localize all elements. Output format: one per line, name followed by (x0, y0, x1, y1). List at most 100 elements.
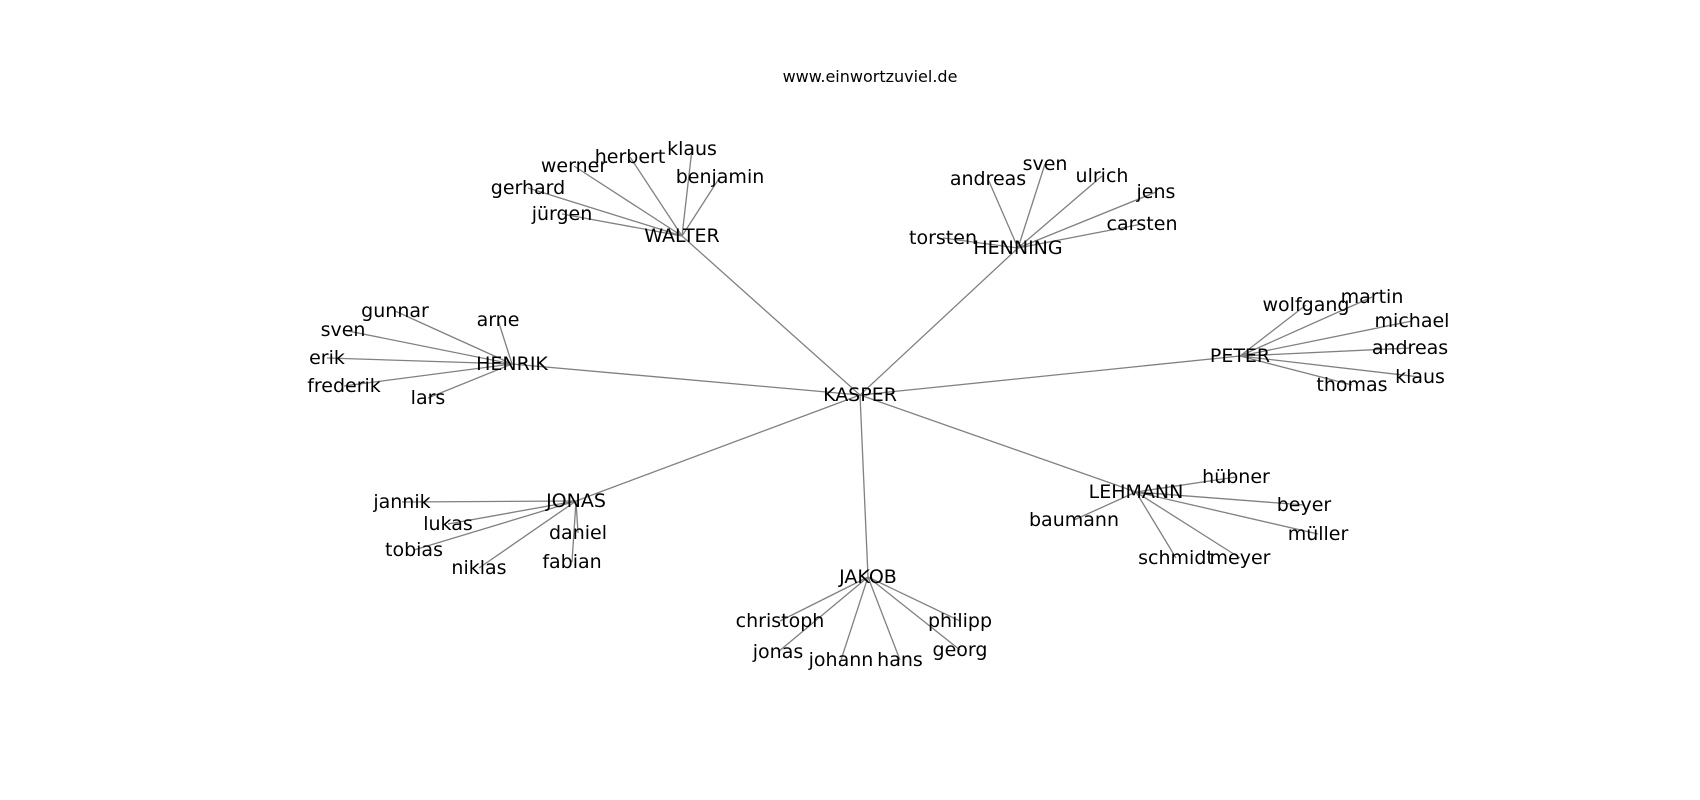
leaf-node-label: lukas (423, 513, 473, 535)
edge-root-hub (859, 394, 1137, 493)
leaf-node-label: jürgen (531, 203, 593, 225)
leaf-node-label: klaus (1395, 366, 1445, 388)
leaf-node-label: klaus (667, 138, 717, 160)
edge-hub-leaf (779, 576, 869, 622)
leaf-node-label: beyer (1277, 494, 1332, 516)
leaf-node-label: andreas (950, 168, 1026, 190)
edge-root-hub (859, 247, 1019, 396)
hub-node-label: JAKOB (838, 566, 897, 588)
edge-hub-leaf (629, 156, 683, 237)
edge-hub-leaf (427, 363, 513, 399)
leaf-node-label: daniel (549, 522, 607, 544)
edge-hub-leaf (497, 319, 513, 365)
edge-hub-leaf (867, 576, 961, 651)
leaf-node-label: georg (933, 639, 988, 661)
site-title: www.einwortzuviel.de (783, 67, 958, 86)
edge-hub-leaf (1017, 175, 1103, 249)
edge-hub-leaf (867, 576, 901, 661)
edge-hub-leaf (478, 500, 577, 569)
leaf-node-label: martin (1341, 286, 1404, 308)
leaf-node-label: torsten (909, 227, 977, 249)
edge-hub-leaf (840, 576, 869, 661)
edge-hub-leaf (942, 237, 1019, 249)
leaf-node-label: jannik (372, 491, 430, 513)
edge-root-hub (859, 355, 1241, 396)
leaf-node-label: wolfgang (1263, 294, 1350, 316)
leaf-node-label: meyer (1210, 547, 1271, 569)
leaf-node-label: werner (541, 155, 607, 177)
edge-hub-leaf (1135, 491, 1305, 506)
edge-hub-leaf (326, 357, 513, 365)
edge-hub-leaf (1073, 491, 1137, 521)
leaf-node-label: philipp (928, 610, 992, 632)
edge-hub-leaf (987, 178, 1019, 249)
leaf-node-label: sven (1023, 153, 1068, 175)
leaf-node-label: sven (321, 319, 366, 341)
leaf-node-label: gerhard (491, 177, 565, 199)
edge-root-hub (511, 363, 861, 396)
edge-hub-leaf (401, 500, 577, 503)
leaf-node-label: jens (1136, 181, 1176, 203)
leaf-node-label: arne (477, 309, 520, 331)
root-node-label: KASPER (823, 384, 897, 406)
edge-hub-leaf (1239, 355, 1421, 378)
edge-hub-leaf (777, 576, 869, 653)
edge-hub-leaf (681, 176, 721, 237)
edge-hub-leaf (447, 500, 577, 525)
hub-node-label: LEHMANN (1089, 481, 1184, 503)
edge-hub-leaf (1239, 347, 1411, 357)
edge-root-hub (681, 235, 861, 396)
edge-hub-leaf (1239, 296, 1373, 357)
leaf-node-label: johann (808, 649, 874, 671)
edge-hub-leaf (571, 500, 577, 563)
hub-node-label: JONAS (545, 490, 606, 512)
edge-hub-leaf (343, 363, 513, 387)
hub-node-label: PETER (1210, 345, 1270, 367)
edge-hub-leaf (342, 329, 513, 365)
leaf-node-label: hübner (1202, 466, 1270, 488)
leaf-node-label: thomas (1316, 374, 1387, 396)
leaf-node-label: tobias (385, 539, 443, 561)
edge-root-hub (575, 394, 861, 502)
edge-hub-leaf (1135, 476, 1237, 493)
edge-layer (326, 148, 1421, 661)
leaf-node-label: gunnar (361, 300, 429, 322)
edge-hub-leaf (1135, 491, 1241, 559)
leaf-node-label: andreas (1372, 337, 1448, 359)
edge-hub-leaf (1135, 491, 1177, 559)
edge-hub-leaf (573, 165, 683, 237)
edge-hub-leaf (1017, 163, 1046, 249)
leaf-node-label: baumann (1029, 509, 1119, 531)
edge-hub-leaf (1239, 320, 1413, 357)
edge-hub-leaf (1135, 491, 1319, 535)
leaf-node-label: michael (1375, 310, 1450, 332)
leaf-node-label: herbert (595, 146, 666, 168)
edge-hub-leaf (527, 187, 683, 237)
leaf-node-label: jonas (752, 641, 804, 663)
leaf-node-label: erik (309, 347, 345, 369)
edge-hub-leaf (1239, 304, 1307, 357)
hub-node-label: HENNING (973, 237, 1062, 259)
edge-hub-leaf (1017, 223, 1143, 249)
hub-node-label: HENRIK (476, 353, 548, 375)
edge-hub-leaf (1017, 191, 1157, 249)
edge-hub-leaf (575, 500, 579, 534)
edge-hub-leaf (681, 148, 693, 237)
edge-hub-leaf (561, 213, 683, 237)
edge-hub-leaf (394, 310, 513, 365)
leaf-node-label: lars (411, 387, 446, 409)
leaf-node-label: ulrich (1076, 165, 1129, 187)
leaf-node-label: frederik (307, 375, 381, 397)
edge-hub-leaf (867, 576, 961, 622)
edge-root-hub (859, 394, 869, 578)
leaf-node-label: carsten (1107, 213, 1178, 235)
edge-hub-leaf (1239, 355, 1353, 386)
leaf-node-label: christoph (736, 610, 825, 632)
hub-node-label: WALTER (644, 225, 720, 247)
leaf-node-label: hans (877, 649, 923, 671)
leaf-node-label: schmidt (1138, 547, 1214, 569)
leaf-node-label: fabian (542, 551, 601, 573)
edge-hub-leaf (413, 500, 577, 551)
